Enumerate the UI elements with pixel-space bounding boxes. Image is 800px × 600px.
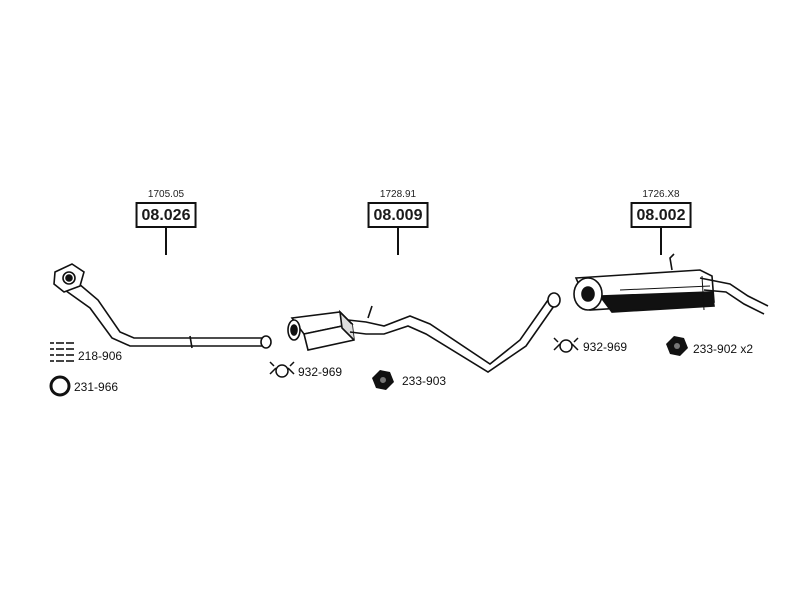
rubber-mount-icon xyxy=(372,370,394,390)
gasket-ring-icon xyxy=(49,375,71,397)
rubber-mount-icon xyxy=(666,336,688,356)
leader-line xyxy=(397,228,399,255)
fitting-label[interactable]: 218-906 xyxy=(78,349,123,363)
ref-number: 1726.X8 xyxy=(642,189,680,200)
part-number-box[interactable]: 08.009 xyxy=(367,202,429,228)
fitting-label[interactable]: 231-966 xyxy=(74,380,119,394)
clamp-icon xyxy=(269,361,295,378)
part-number-box[interactable]: 08.026 xyxy=(135,202,197,228)
ref-number: 1728.91 xyxy=(379,189,417,200)
fitting-label[interactable]: 932-969 xyxy=(583,340,628,354)
front-pipe-drawing xyxy=(53,263,272,349)
fitting-label[interactable]: 233-903 xyxy=(402,374,447,388)
centre-pipe-drawing xyxy=(287,292,561,373)
clamp-icon xyxy=(553,337,579,353)
ref-number: 1705.05 xyxy=(147,189,185,200)
leader-line xyxy=(660,228,662,255)
bolt-set-icon xyxy=(50,342,74,362)
part-number-box[interactable]: 08.002 xyxy=(630,202,692,228)
fitting-label[interactable]: 932-969 xyxy=(298,365,343,379)
leader-line xyxy=(165,228,167,255)
rear-silencer-drawing xyxy=(573,253,769,315)
fitting-label[interactable]: 233-902 x2 xyxy=(693,342,754,356)
